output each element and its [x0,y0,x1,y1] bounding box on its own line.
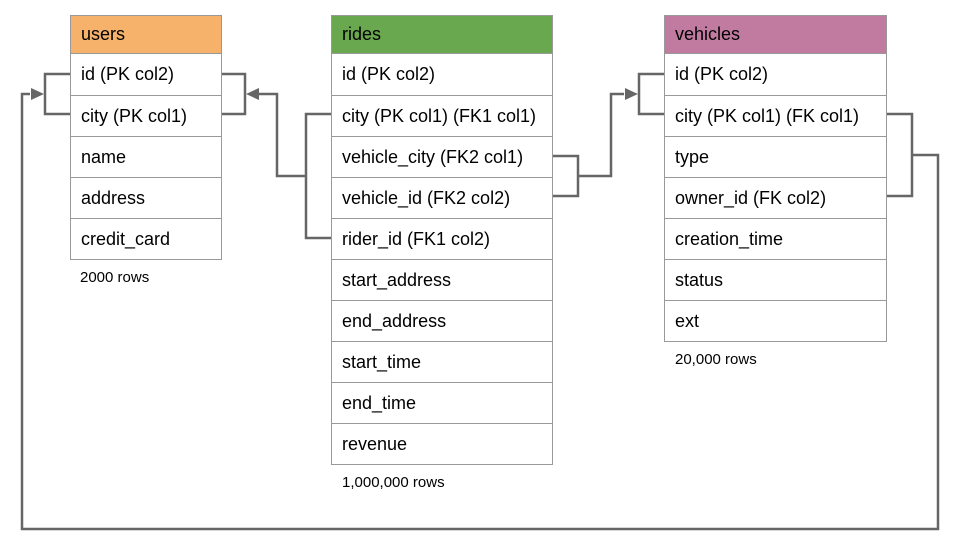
arrowhead-right-icon [31,88,44,100]
fk2-link-line [578,92,624,178]
table-row: rider_id (FK1 col2) [332,218,552,259]
rides-left-bracket-line [304,112,331,240]
table-rides-header: rides [332,16,552,54]
rides-row-count: 1,000,000 rows [342,474,445,491]
table-row: city (PK col1) (FK1 col1) [332,95,552,136]
vehicles-row-count: 20,000 rows [675,351,757,368]
table-vehicles: vehicles id (PK col2) city (PK col1) (FK … [664,15,887,342]
fk1-link-line [259,92,306,178]
table-row: id (PK col2) [81,64,175,84]
table-row: end_address [332,300,552,341]
table-row: id (PK col2) [675,64,769,84]
arrowhead-left-icon [246,88,259,100]
users-right-bracket-line [222,72,247,116]
table-rides-rows: id (PK col2)city (PK col1) (FK1 col1)veh… [332,54,552,464]
table-row: address [71,177,221,218]
table-row: name [71,136,221,177]
table-row: start_address [332,259,552,300]
vehicles-right-bracket-line [887,112,914,198]
table-row: owner_id (FK col2) [665,177,886,218]
table-vehicles-rows: id (PK col2) city (PK col1) (FK col1)type… [665,54,886,341]
table-row: ext [665,300,886,341]
table-row: credit_card [71,218,221,259]
table-row: city (PK col1) (FK col1) [665,95,886,136]
table-row: start_time [332,341,552,382]
connector-rides-fk2-to-vehicles [553,72,664,198]
users-left-bracket-line [43,72,70,116]
table-rides: rides id (PK col2) city (PK col1) (FK1 co… [331,15,553,465]
arrowhead-right-icon [625,88,638,100]
table-row: revenue [332,423,552,464]
connector-rides-fk1-to-users [222,72,331,240]
rides-right-bracket-line [553,154,580,198]
table-row: vehicle_id (FK2 col2) [332,177,552,218]
table-users-header: users [71,16,221,54]
table-row: id (PK col2) [342,64,436,84]
table-row: end_time [332,382,552,423]
connector-vehicles-fk-to-users [20,72,940,531]
table-row: city (PK col1) [71,95,221,136]
vehicles-left-bracket-line [637,72,664,116]
fk3-link-line [20,92,940,531]
table-row: status [665,259,886,300]
table-vehicles-header: vehicles [665,16,886,54]
users-row-count: 2000 rows [80,269,150,286]
table-row: vehicle_city (FK2 col1) [332,136,552,177]
table-row: type [665,136,886,177]
table-row: creation_time [665,218,886,259]
